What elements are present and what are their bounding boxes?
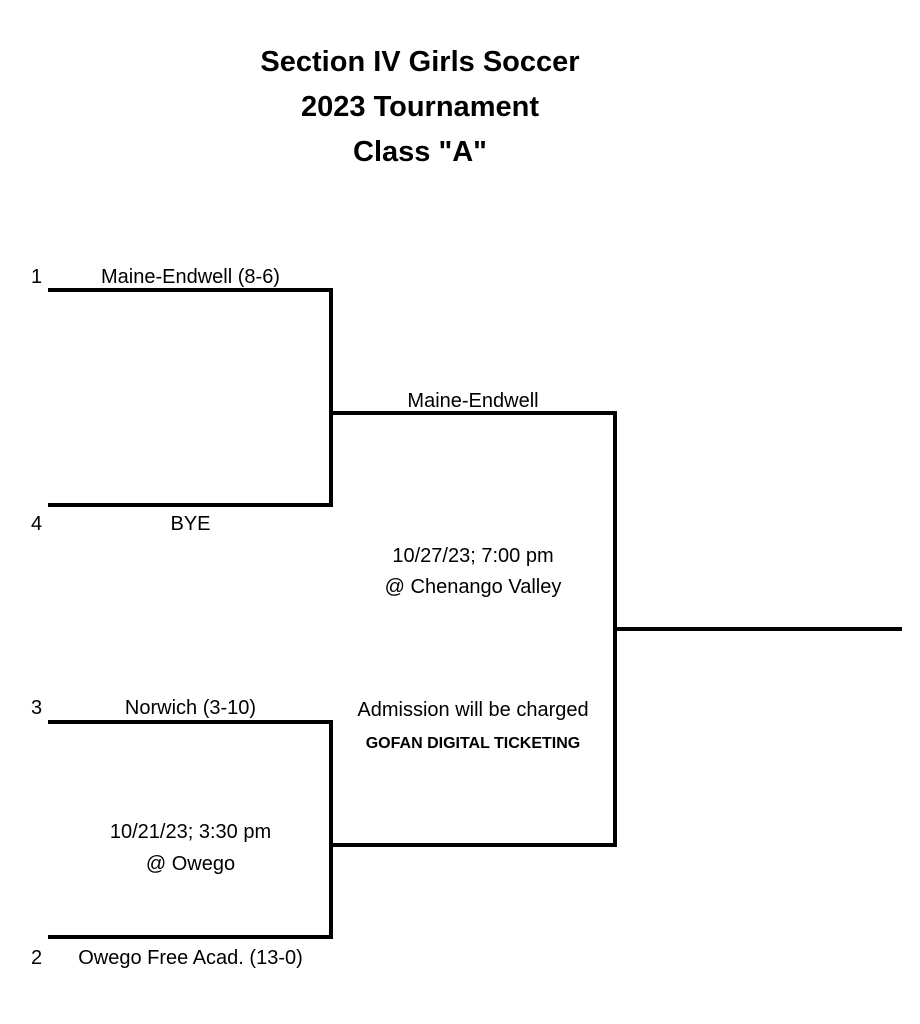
- final-game-datetime: 10/27/23; 7:00 pm: [392, 545, 554, 567]
- bracket-line-seed4: [48, 503, 333, 507]
- winner-name-top: Maine-Endwell: [407, 390, 539, 412]
- bracket-line-seed3: [48, 720, 333, 724]
- title-line-3: Class "A": [353, 136, 487, 168]
- team-name-owego-free-acad: Owego Free Acad. (13-0): [78, 947, 303, 969]
- seed-number-4: 4: [31, 513, 43, 535]
- team-name-norwich: Norwich (3-10): [124, 697, 257, 719]
- final-game-location: @ Chenango Valley: [384, 576, 562, 598]
- title-line-1: Section IV Girls Soccer: [260, 46, 580, 78]
- bracket-connector-bottom: [329, 720, 333, 939]
- team-name-bye: BYE: [170, 513, 211, 535]
- semifinal-game-datetime: 10/21/23; 3:30 pm: [109, 821, 272, 843]
- ticketing-note: GOFAN DIGITAL TICKETING: [365, 735, 581, 752]
- page-title: Section IV Girls Soccer 2023 Tournament …: [0, 40, 840, 175]
- title-line-2: 2023 Tournament: [301, 91, 539, 123]
- bracket-line-seed2: [48, 935, 333, 939]
- seed-number-1: 1: [31, 266, 43, 288]
- bracket-line-champion: [613, 627, 902, 631]
- seed-number-3: 3: [31, 697, 43, 719]
- bracket-line-seed1: [48, 288, 333, 292]
- bracket-line-winner-bottom: [329, 843, 617, 847]
- team-name-maine-endwell: Maine-Endwell (8-6): [101, 266, 280, 288]
- seed-number-2: 2: [31, 947, 43, 969]
- bracket-connector-top: [329, 288, 333, 507]
- admission-note: Admission will be charged: [357, 699, 589, 721]
- bracket-line-winner-top: [329, 411, 617, 415]
- semifinal-game-location: @ Owego: [145, 853, 236, 875]
